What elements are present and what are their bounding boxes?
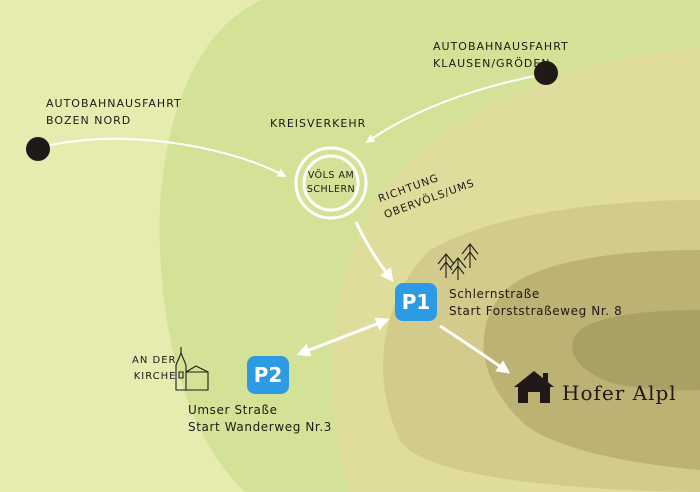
route-bozen-nord (39, 137, 287, 177)
route-p1-to-hofer-alpl (439, 324, 511, 374)
exit-label-line2: Klausen/Gröden (433, 57, 551, 70)
parking-p1-badge[interactable]: P1 (395, 283, 437, 321)
roundabout-title: Kreisverkehr (270, 117, 367, 130)
exit-label-line1: Autobahnausfahrt (433, 40, 569, 53)
route-roundabout-to-p1 (354, 221, 394, 283)
roundabout-name-line2: Schlern (306, 184, 356, 195)
route-klausen-groeden (365, 73, 546, 144)
exit-label-line1: Autobahnausfahrt (46, 97, 182, 110)
terrain-zone-summit (572, 310, 700, 391)
destination-label: Hofer Alpl (562, 381, 677, 405)
trees-icon (437, 243, 479, 280)
church-label-line1: An der (132, 355, 177, 366)
exit-label-line2: Bozen Nord (46, 114, 132, 127)
parking-p1-street: Schlernstraße (449, 287, 540, 301)
church-label: An der Kirche (132, 353, 176, 385)
roundabout-name-line1: Völs am (307, 170, 355, 181)
exit-label-bozen-nord: Autobahnausfahrt Bozen Nord (46, 95, 182, 129)
exit-dot-klausen-groeden (534, 61, 558, 85)
parking-p2-street: Umser Straße (188, 403, 278, 417)
roundabout-outer-ring (294, 146, 368, 220)
parking-p2-trail: Start Wanderweg Nr.3 (188, 420, 333, 434)
roundabout-name: Völs am Schlern (301, 169, 361, 197)
church-icon (175, 347, 209, 391)
parking-p1-label: Schlernstraße Start Forststraßeweg Nr. 8 (449, 286, 622, 320)
parking-p1-trail: Start Forststraßeweg Nr. 8 (449, 304, 623, 318)
route-p1-p2 (296, 317, 390, 357)
church-label-line2: Kirche (133, 371, 177, 382)
exit-label-klausen-groeden: Autobahnausfahrt Klausen/Gröden (433, 38, 569, 72)
roundabout-inner-ring (302, 154, 360, 212)
parking-p2-label: Umser Straße Start Wanderweg Nr.3 (188, 402, 332, 436)
exit-dot-bozen-nord (26, 137, 50, 161)
house-icon (514, 371, 554, 403)
parking-p2-badge[interactable]: P2 (247, 356, 289, 394)
